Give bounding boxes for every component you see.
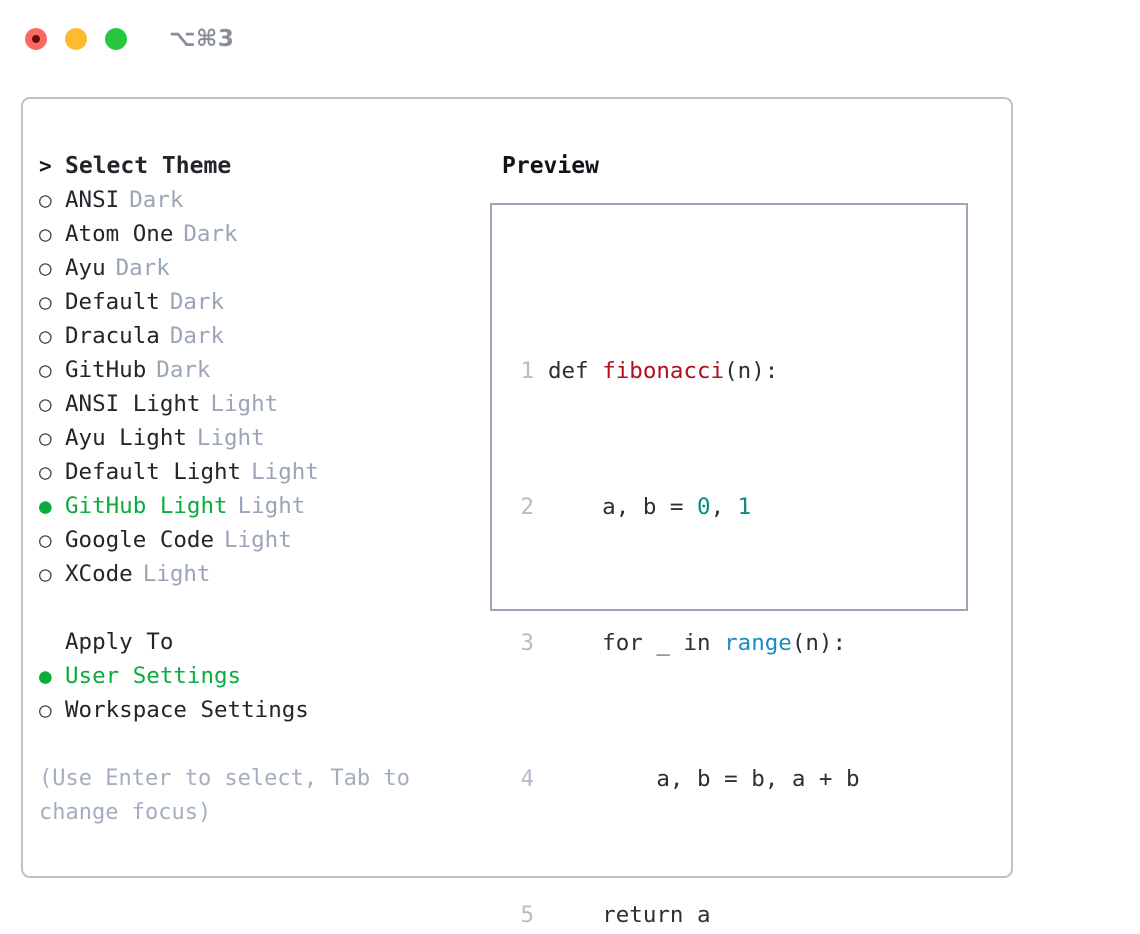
theme-name: Dracula xyxy=(65,323,160,349)
theme-name: XCode xyxy=(65,561,133,587)
code-token: a, b = xyxy=(548,494,698,520)
theme-item-dracula[interactable]: ○ Dracula Dark xyxy=(39,319,489,353)
code-text: def fibonacci(n): xyxy=(548,354,778,388)
line-number: 5 xyxy=(520,902,534,928)
code-text: a, b = 0, 1 xyxy=(548,490,751,524)
radio-unselected-icon[interactable]: ○ xyxy=(39,562,52,586)
theme-category-tag: Light xyxy=(142,561,211,587)
code-text: return a xyxy=(548,902,711,928)
theme-name: Default Light xyxy=(65,459,242,485)
code-line: 2 a, b = 0, 1 xyxy=(508,490,900,524)
theme-name: GitHub Light xyxy=(65,493,228,519)
window-title: ⌥⌘3 xyxy=(169,26,235,52)
theme-category-tag: Light xyxy=(237,493,306,519)
theme-name: Google Code xyxy=(65,527,215,553)
theme-item-default[interactable]: ○ Default Dark xyxy=(39,285,489,319)
code-token-number: 1 xyxy=(737,494,752,520)
radio-unselected-icon[interactable]: ○ xyxy=(39,358,52,382)
radio-unselected-icon[interactable]: ○ xyxy=(39,256,52,280)
code-line: 1 def fibonacci(n): xyxy=(508,354,900,388)
line-number: 1 xyxy=(520,358,534,384)
theme-item-ayu[interactable]: ○ Ayu Dark xyxy=(39,251,489,285)
theme-category-tag: Dark xyxy=(156,357,211,383)
apply-to-label: Apply To xyxy=(65,629,174,655)
code-token: , xyxy=(710,494,738,520)
theme-category-tag: Light xyxy=(251,459,319,485)
select-theme-label: Select Theme xyxy=(65,153,232,179)
theme-item-default-light[interactable]: ○ Default Light Light xyxy=(39,455,489,489)
line-number: 2 xyxy=(520,494,534,520)
radio-unselected-icon[interactable]: ○ xyxy=(39,188,52,212)
list-gap-spacer xyxy=(39,591,489,625)
line-number: 4 xyxy=(520,766,534,792)
traffic-light-group xyxy=(25,28,127,50)
code-token: (n): xyxy=(724,358,779,384)
select-theme-header: > Select Theme xyxy=(39,149,489,183)
preview-column: Preview xyxy=(502,149,599,183)
preview-heading: Preview xyxy=(502,153,599,179)
radio-unselected-icon[interactable]: ○ xyxy=(39,426,52,450)
code-text: a, b = b, a + b xyxy=(548,766,860,792)
theme-item-ansi-light[interactable]: ○ ANSI Light Light xyxy=(39,387,489,421)
theme-category-tag: Dark xyxy=(169,323,225,349)
radio-unselected-icon[interactable]: ○ xyxy=(39,698,52,722)
theme-name: ANSI xyxy=(65,187,120,213)
code-token: (n): xyxy=(791,630,847,656)
maximize-window-button[interactable] xyxy=(105,28,127,50)
blank-marker: · xyxy=(39,625,65,659)
title-bar: ⌥⌘3 xyxy=(0,0,1140,78)
theme-category-tag: Light xyxy=(210,391,279,417)
radio-unselected-icon[interactable]: ○ xyxy=(39,324,52,348)
code-line: 3 for _ in range(n): xyxy=(508,626,900,660)
apply-to-user-settings[interactable]: ● User Settings xyxy=(39,659,489,693)
theme-item-google-code[interactable]: ○ Google Code Light xyxy=(39,523,489,557)
theme-category-tag: Dark xyxy=(169,289,225,315)
theme-item-ayu-light[interactable]: ○ Ayu Light Light xyxy=(39,421,489,455)
theme-name: Default xyxy=(65,289,160,315)
theme-item-github[interactable]: ○ GitHub Dark xyxy=(39,353,489,387)
radio-selected-icon[interactable]: ● xyxy=(39,664,52,688)
minimize-window-button[interactable] xyxy=(65,28,87,50)
line-number: 3 xyxy=(520,630,534,656)
theme-name: GitHub xyxy=(65,357,147,383)
theme-name: Ayu xyxy=(65,255,106,281)
theme-category-tag: Light xyxy=(196,425,265,451)
code-token-number: 0 xyxy=(697,494,711,520)
theme-item-ansi[interactable]: ○ ANSI Dark xyxy=(39,183,489,217)
theme-name: Ayu Light xyxy=(65,425,187,451)
code-token: for _ in xyxy=(548,630,725,656)
radio-unselected-icon[interactable]: ○ xyxy=(39,392,52,416)
radio-selected-icon[interactable]: ● xyxy=(39,494,52,518)
theme-name: Atom One xyxy=(65,221,174,247)
radio-unselected-icon[interactable]: ○ xyxy=(39,460,52,484)
theme-category-tag: Dark xyxy=(183,221,238,247)
code-text: for _ in range(n): xyxy=(548,626,846,660)
apply-target-name: Workspace Settings xyxy=(65,697,309,723)
theme-item-xcode[interactable]: ○ XCode Light xyxy=(39,557,489,591)
radio-unselected-icon[interactable]: ○ xyxy=(39,528,52,552)
code-token-function: fibonacci xyxy=(602,358,725,384)
theme-name: ANSI Light xyxy=(65,391,201,417)
radio-unselected-icon[interactable]: ○ xyxy=(39,290,52,314)
code-line: 5 return a xyxy=(508,898,900,932)
radio-unselected-icon[interactable]: ○ xyxy=(39,222,52,246)
theme-item-github-light[interactable]: ● GitHub Light Light xyxy=(39,489,489,523)
keyboard-hint-text: (Use Enter to select, Tab to change focu… xyxy=(39,766,424,825)
apply-to-header: ·Apply To xyxy=(39,625,489,659)
theme-item-atom-one[interactable]: ○ Atom One Dark xyxy=(39,217,489,251)
apply-target-name: User Settings xyxy=(65,663,242,689)
theme-category-tag: Dark xyxy=(129,187,184,213)
code-token: def xyxy=(548,358,603,384)
code-token-builtin: range xyxy=(724,630,792,656)
code-line: 4 a, b = b, a + b xyxy=(508,762,900,796)
theme-category-tag: Dark xyxy=(115,255,170,281)
apply-to-workspace-settings[interactable]: ○ Workspace Settings xyxy=(39,693,489,727)
theme-category-tag: Light xyxy=(224,527,292,553)
caret-icon: > xyxy=(39,154,52,178)
close-window-button[interactable] xyxy=(25,28,47,50)
